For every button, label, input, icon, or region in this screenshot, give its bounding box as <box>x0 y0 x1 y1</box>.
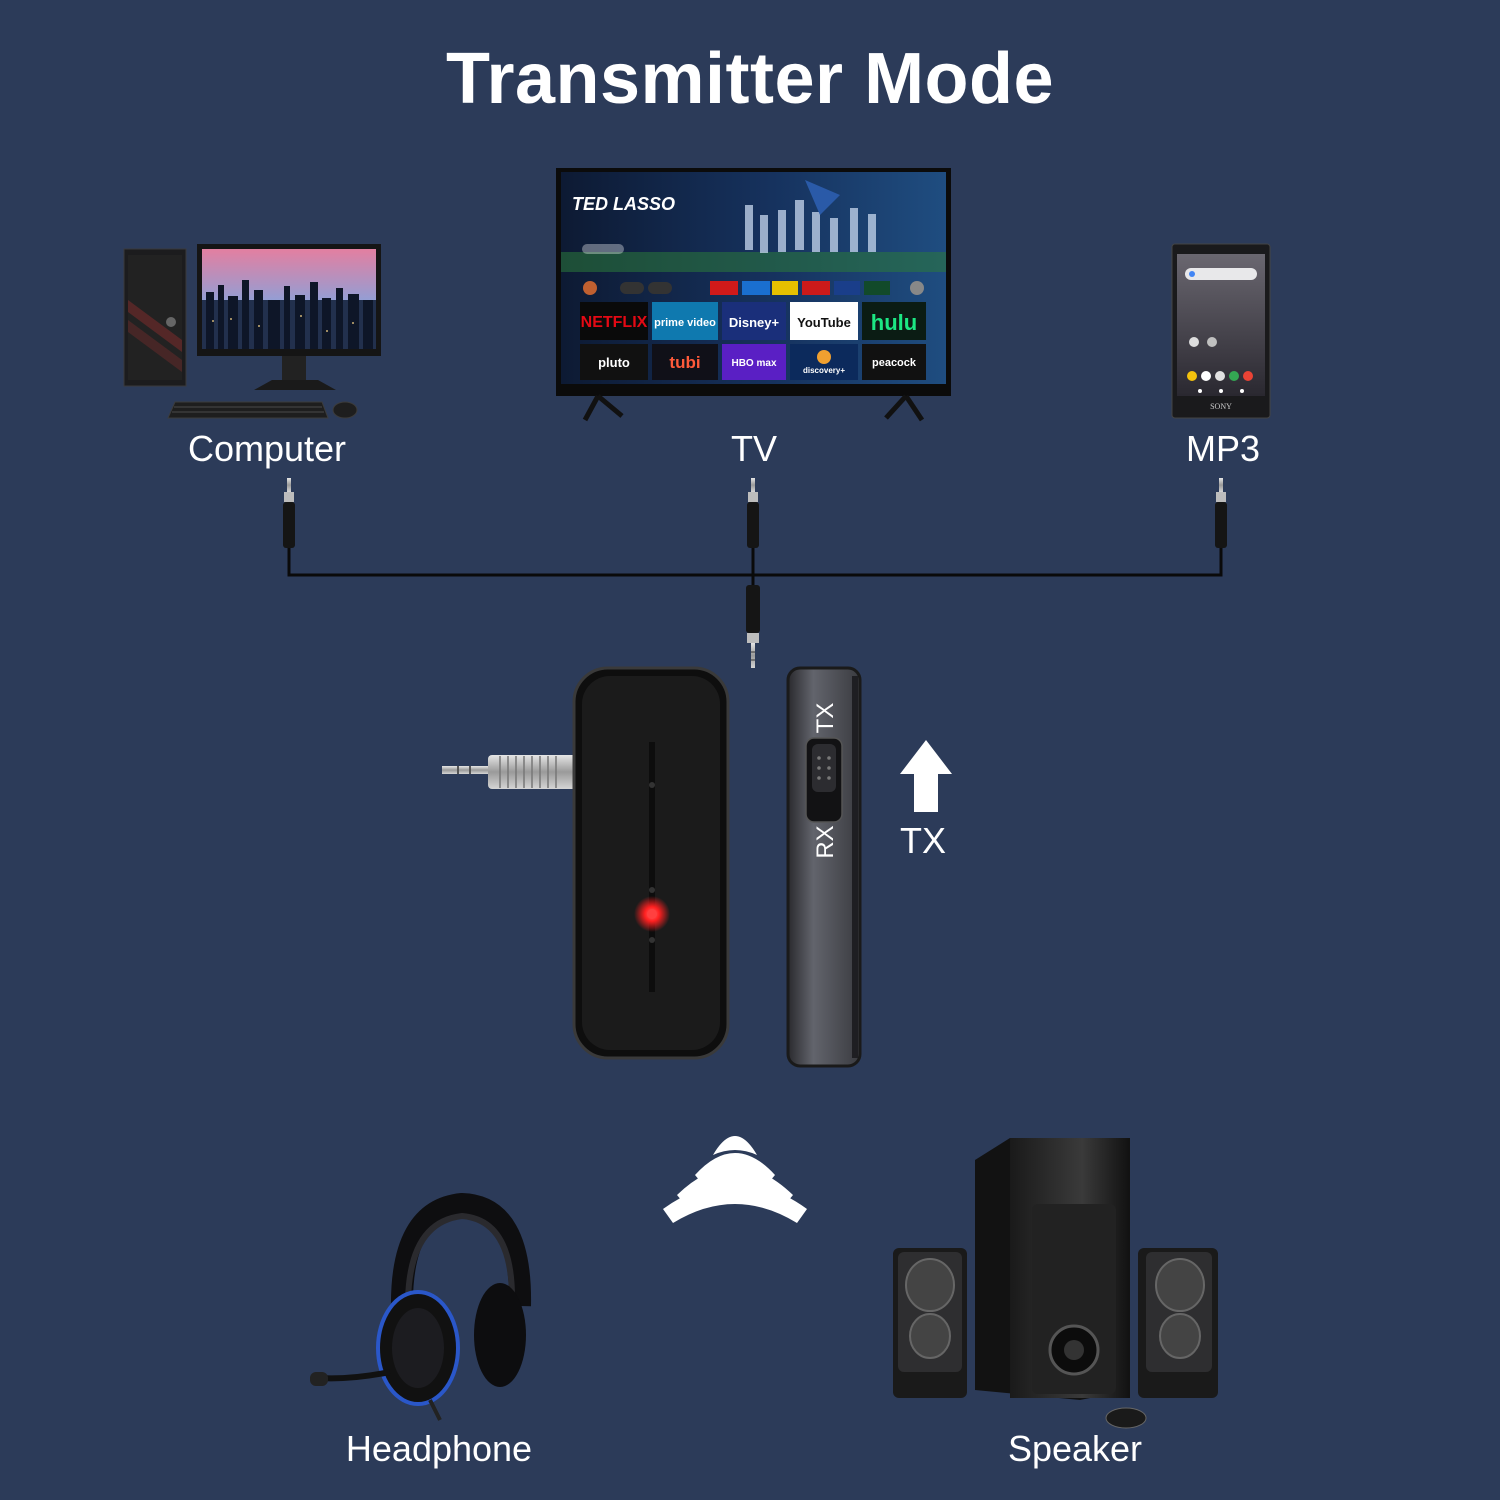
output-label-speaker: Speaker <box>1007 1428 1143 1469</box>
tv-app-label: pluto <box>598 355 630 370</box>
aux-plug-icon <box>746 585 760 668</box>
tv-app-label: peacock <box>872 357 917 369</box>
tv-app-label: discovery+ <box>803 366 845 375</box>
mp3-brand: SONY <box>1210 402 1232 411</box>
tv-icon: TED LASSO NETFLIX prime video <box>556 168 951 422</box>
tv-app-label: HBO max <box>731 358 776 369</box>
page-title: Transmitter Mode <box>445 39 1055 119</box>
tv-app-label: tubi <box>669 353 700 372</box>
aux-plug-icon <box>747 478 759 548</box>
bluetooth-adapter-front <box>442 666 730 1060</box>
wireless-signal-icon <box>663 1136 807 1223</box>
tv-app-label: YouTube <box>797 315 851 330</box>
bluetooth-adapter-side: TX RX <box>786 666 862 1068</box>
headphone-icon <box>310 1192 532 1421</box>
mp3-player-icon: SONY <box>1171 243 1271 419</box>
source-label-mp3: MP3 <box>1185 428 1261 469</box>
tv-show-title: TED LASSO <box>572 194 675 214</box>
source-label-computer: Computer <box>187 428 347 469</box>
switch-tx-label: TX <box>812 703 839 734</box>
source-label-tv: TV <box>730 428 777 469</box>
speaker-icon <box>893 1138 1218 1429</box>
tv-app-label: prime video <box>654 317 716 329</box>
switch-knob[interactable] <box>812 744 836 792</box>
mode-tx-label: TX <box>900 820 947 861</box>
aux-plug-icon <box>283 478 295 548</box>
arrow-up-icon <box>900 740 952 812</box>
aux-plug-icon <box>1215 478 1227 548</box>
aux-cable-splitter <box>283 478 1227 668</box>
tv-app-label: Disney+ <box>729 315 780 330</box>
switch-rx-label: RX <box>812 825 839 858</box>
tv-app-label: NETFLIX <box>581 314 648 331</box>
computer-icon <box>123 244 381 419</box>
output-label-headphone: Headphone <box>345 1428 533 1469</box>
tv-app-label: hulu <box>871 310 917 335</box>
